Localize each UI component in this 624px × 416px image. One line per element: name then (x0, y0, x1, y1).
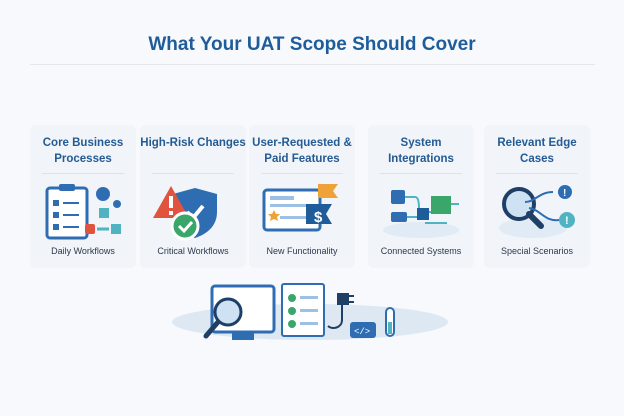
divider (496, 173, 578, 174)
card-high-risk: High-Risk Changes Critical Workflows (140, 125, 246, 268)
card-system-integrations: System Integrations Connected Systems (368, 125, 474, 268)
card-user-requested: User-Requested & Paid Features $ New Fun… (249, 125, 355, 268)
warning-shield-icon (153, 186, 217, 241)
page-title: What Your UAT Scope Should Cover (148, 34, 476, 55)
bug-magnifier-icon (213, 297, 243, 327)
feature-dollar-icon: $ (262, 184, 338, 232)
card-subtitle: Connected Systems (380, 246, 462, 256)
plug-icon (337, 293, 354, 305)
magnifier-alert-icon: !! (499, 185, 575, 238)
divider (261, 173, 343, 174)
card-core-business: Core Business Processes Daily Workflows (30, 125, 136, 268)
card-subtitle: Critical Workflows (157, 246, 229, 256)
card-subtitle: Daily Workflows (51, 246, 115, 256)
integration-icon (383, 190, 459, 238)
card-subtitle: Special Scenarios (500, 246, 574, 256)
code-icon (350, 322, 376, 338)
divider (380, 173, 462, 174)
card-edge-cases: Relevant Edge Cases !! Special Scenarios (484, 125, 590, 268)
divider (152, 173, 234, 174)
card-title: Relevant Edge Cases (497, 137, 577, 165)
card-title: High-Risk Changes (140, 137, 246, 149)
svg-text:!: ! (563, 188, 566, 199)
card-title: User-Requested & Paid Features (252, 137, 352, 165)
svg-text:</>: </> (354, 327, 370, 337)
svg-text:!: ! (565, 215, 569, 227)
svg-text:$: $ (314, 209, 323, 226)
card-subtitle: New Functionality (266, 246, 338, 256)
divider (30, 64, 595, 65)
divider (42, 173, 124, 174)
testing-illustration: </> (172, 283, 448, 340)
card-title: Core Business Processes (42, 137, 124, 165)
clipboard-workflow-icon (45, 184, 121, 240)
card-title: System Integrations (388, 137, 454, 165)
